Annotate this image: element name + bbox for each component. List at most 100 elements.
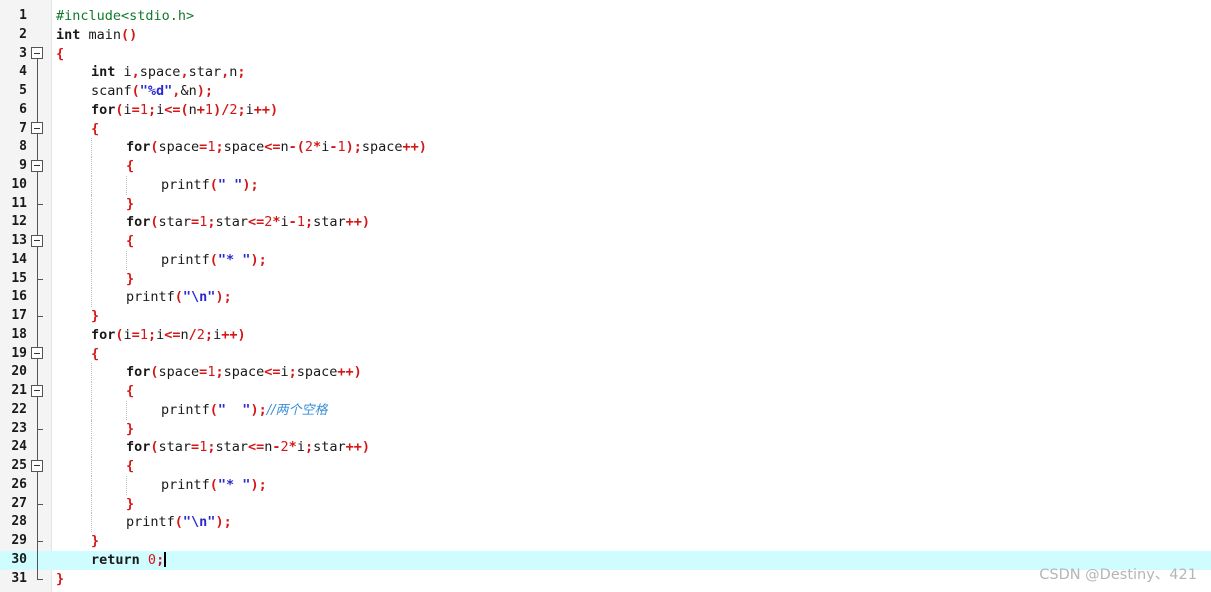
code-text[interactable]: { bbox=[126, 157, 134, 176]
code-line[interactable]: 3{ bbox=[0, 45, 1211, 64]
code-line[interactable]: 2 int main() bbox=[0, 26, 1211, 45]
code-text[interactable]: for(i=1;i<=n/2;i++) bbox=[91, 326, 246, 345]
line-number: 2 bbox=[19, 26, 27, 42]
token-op: ++) bbox=[345, 214, 370, 231]
code-text[interactable]: { bbox=[91, 345, 99, 364]
code-text[interactable]: int main() bbox=[56, 26, 137, 45]
token-id: n bbox=[264, 439, 273, 456]
code-line[interactable]: 7{ bbox=[0, 119, 1211, 139]
token-str: "%d" bbox=[139, 83, 173, 99]
code-text[interactable]: { bbox=[126, 232, 134, 251]
code-text[interactable]: for(star=1;star<=n-2*i;star++) bbox=[126, 438, 370, 457]
token-str: " " bbox=[217, 176, 243, 193]
code-text[interactable]: } bbox=[126, 195, 134, 214]
token-id: i bbox=[123, 326, 132, 343]
code-line[interactable]: 19{ bbox=[0, 344, 1211, 364]
code-line[interactable]: 15} bbox=[0, 269, 1211, 289]
token-id: space bbox=[139, 64, 181, 81]
code-line[interactable]: 17} bbox=[0, 307, 1211, 326]
line-number: 13 bbox=[11, 233, 27, 248]
token-op: ); bbox=[215, 514, 232, 531]
code-line[interactable]: 13 { bbox=[0, 232, 1211, 251]
code-text[interactable]: return 0; bbox=[91, 551, 166, 570]
code-text[interactable]: } bbox=[91, 307, 99, 326]
fold-collapse-icon[interactable] bbox=[30, 457, 47, 476]
code-line[interactable]: 23} bbox=[0, 419, 1211, 439]
fold-collapse-icon[interactable] bbox=[30, 232, 47, 251]
code-text[interactable]: } bbox=[56, 570, 64, 589]
fold-collapse-icon[interactable] bbox=[30, 45, 47, 64]
code-text[interactable]: int i,space,star,n; bbox=[91, 63, 246, 82]
token-op: ); bbox=[250, 251, 267, 268]
token-num: 2 bbox=[280, 439, 289, 456]
code-text[interactable]: #include<stdio.h> bbox=[56, 7, 194, 26]
token-op: ( bbox=[174, 289, 183, 306]
code-text[interactable]: { bbox=[91, 120, 99, 139]
token-op: = bbox=[191, 214, 200, 231]
code-line[interactable]: 1#include<stdio.h> bbox=[0, 7, 1211, 26]
fold-collapse-icon[interactable] bbox=[30, 344, 47, 364]
code-text[interactable]: printf("\n"); bbox=[126, 288, 232, 307]
fold-collapse-icon[interactable] bbox=[30, 157, 47, 176]
code-line[interactable]: 27} bbox=[0, 494, 1211, 514]
code-text[interactable]: { bbox=[126, 382, 134, 401]
code-line[interactable]: 9{ bbox=[0, 157, 1211, 176]
fold-collapse-icon[interactable] bbox=[30, 119, 47, 139]
token-op: ( bbox=[150, 439, 159, 456]
code-text[interactable]: { bbox=[126, 457, 134, 476]
line-number: 17 bbox=[11, 308, 27, 323]
indent-guide bbox=[91, 382, 92, 401]
fold-guide bbox=[30, 400, 47, 420]
token-num: 1 bbox=[207, 139, 216, 156]
token-kw: for bbox=[126, 439, 151, 456]
code-text[interactable]: for(space=1;space<=i;space++) bbox=[126, 363, 362, 382]
code-text[interactable]: } bbox=[126, 270, 134, 289]
fold-guide bbox=[30, 213, 47, 232]
code-text[interactable]: } bbox=[126, 495, 134, 514]
code-line[interactable]: 29} bbox=[0, 532, 1211, 551]
code-text[interactable]: printf("* "); bbox=[161, 251, 267, 270]
code-line[interactable]: 11} bbox=[0, 194, 1211, 214]
code-text[interactable]: scanf("%d",&n); bbox=[91, 82, 213, 101]
code-text[interactable]: for(i=1;i<=(n+1)/2;i++) bbox=[91, 101, 278, 120]
token-op: * bbox=[272, 214, 281, 231]
code-text[interactable]: } bbox=[126, 420, 134, 439]
token-num: 1 bbox=[296, 214, 305, 231]
code-line[interactable]: 25{ bbox=[0, 457, 1211, 476]
fold-collapse-icon[interactable] bbox=[30, 382, 47, 401]
token-num: 1 bbox=[207, 364, 216, 381]
text-cursor bbox=[164, 551, 166, 567]
code-text[interactable]: printf(" "); bbox=[161, 176, 259, 195]
token-op: ); bbox=[345, 139, 362, 156]
token-op: ++) bbox=[221, 326, 246, 343]
indent-guide bbox=[91, 194, 92, 214]
code-text[interactable]: for(space=1;space<=n-(2*i-1);space++) bbox=[126, 138, 427, 157]
code-line[interactable]: 31} bbox=[0, 569, 1211, 589]
code-text[interactable]: for(star=1;star<=2*i-1;star++) bbox=[126, 213, 370, 232]
code-text[interactable]: } bbox=[91, 532, 99, 551]
token-op: } bbox=[126, 420, 135, 437]
token-op: ( bbox=[150, 139, 159, 156]
code-text[interactable]: printf(" ");//两个空格 bbox=[161, 401, 327, 421]
code-text[interactable]: { bbox=[56, 45, 64, 64]
code-text[interactable]: printf("* "); bbox=[161, 476, 267, 495]
code-text[interactable]: printf("\n"); bbox=[126, 513, 232, 532]
code-line[interactable]: 21{ bbox=[0, 382, 1211, 401]
fold-guide bbox=[30, 569, 47, 589]
